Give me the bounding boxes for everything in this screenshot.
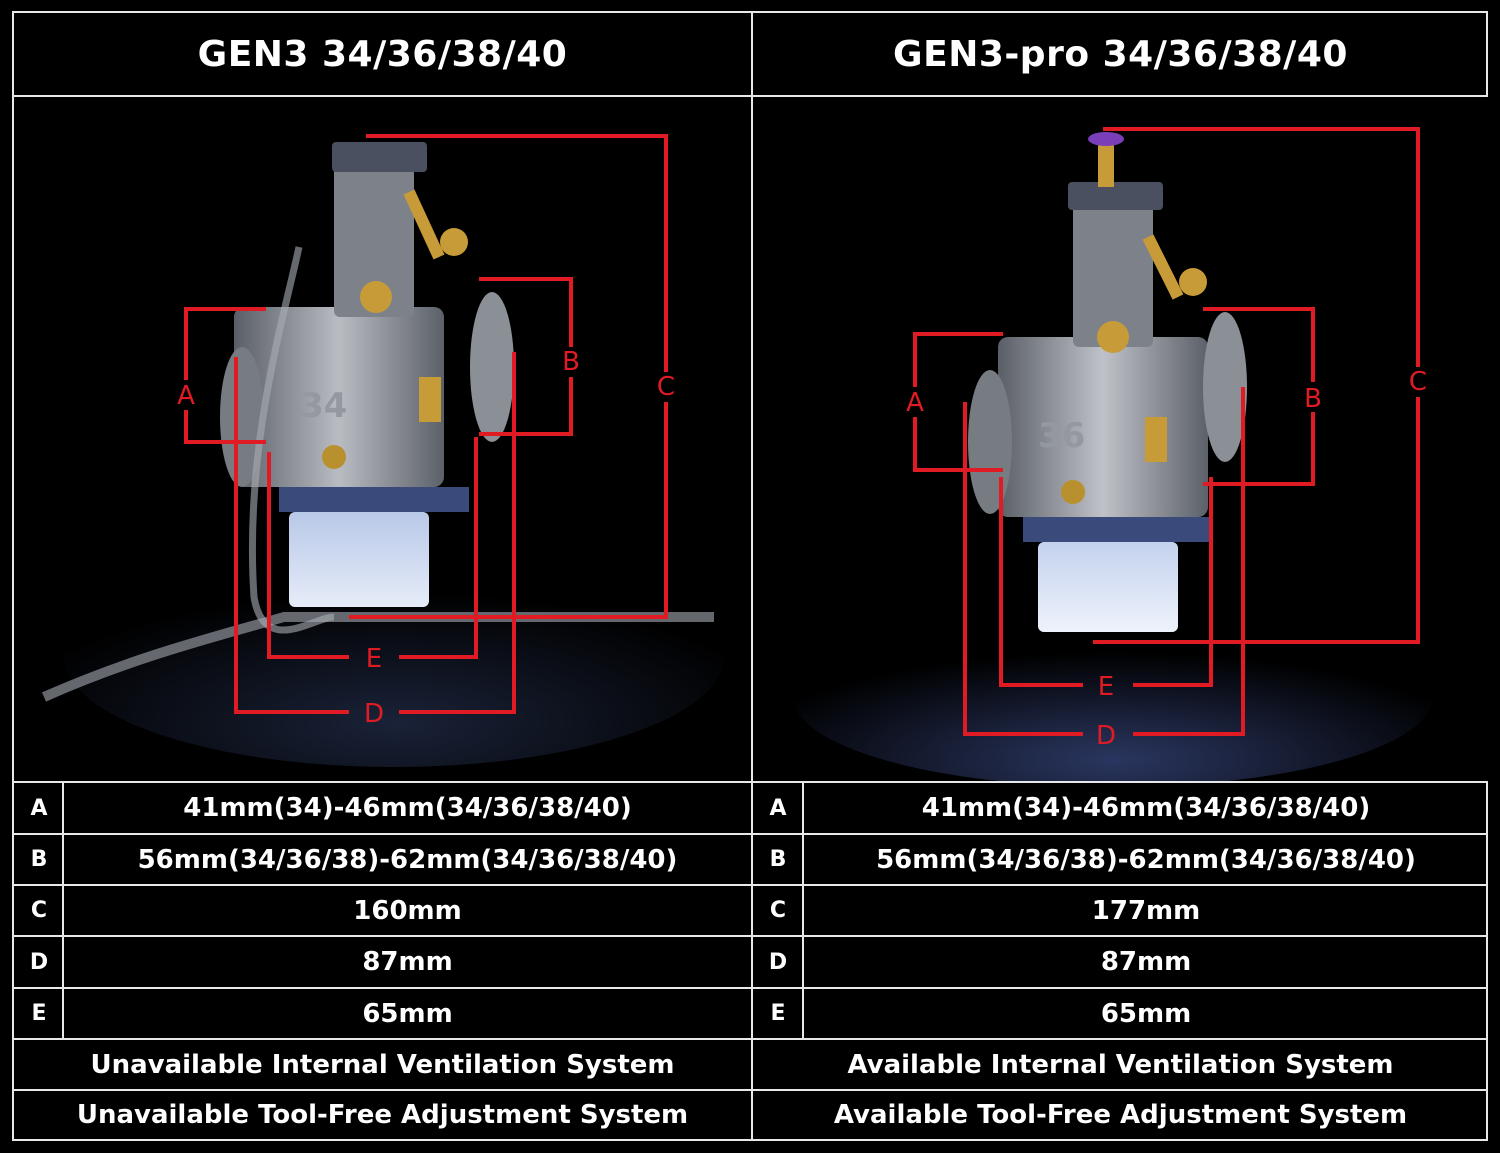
gen3-body-marking: 34: [300, 386, 347, 426]
gen3-pro-row-letter-a: A: [769, 795, 787, 821]
gen3-pro-row-value-c: 177mm: [1091, 895, 1201, 926]
gen3-pro-label-a: A: [906, 388, 924, 418]
column-divider: [751, 13, 753, 1139]
gen3-pro-row-letter-d: D: [768, 949, 788, 975]
row-divider: [14, 1038, 1486, 1040]
gen3-row-letter-d: D: [29, 949, 49, 975]
gen3-pro-row-letter-b: B: [769, 847, 787, 872]
gen3-row-letter-e: E: [31, 1001, 47, 1026]
gen3-pro-row-value-a: 41mm(34)-46mm(34/36/38/40): [921, 793, 1371, 823]
gen3-pro-row-value-e: 65mm: [1100, 998, 1192, 1029]
gen3-pro-ventilation-feature: Available Internal Ventilation System: [847, 1049, 1394, 1080]
comparison-sheet: GEN3 34/36/38/40 GEN3-pro 34/36/38/40: [12, 11, 1488, 1141]
gen3-label-a: A: [177, 381, 195, 411]
letter-divider-left: [62, 783, 64, 1038]
row-divider: [14, 833, 1486, 835]
gen3-pro-label-b: B: [1304, 384, 1322, 414]
row-divider: [14, 987, 1486, 989]
gen3-pro-carburetor-photo: 36 A B C D E: [753, 97, 1488, 781]
gen3-ventilation-feature: Unavailable Internal Ventilation System: [90, 1049, 675, 1080]
gen3-row-value-c: 160mm: [353, 895, 462, 926]
header-divider: [14, 95, 1486, 97]
row-divider: [14, 884, 1486, 886]
gen3-pro-title: GEN3-pro 34/36/38/40: [893, 33, 1348, 75]
gen3-pro-tool-free-feature: Available Tool-Free Adjustment System: [833, 1100, 1408, 1130]
gen3-row-letter-c: C: [30, 898, 48, 923]
gen3-pro-row-value-b: 56mm(34/36/38)-62mm(34/36/38/40): [876, 844, 1416, 875]
gen3-title: GEN3 34/36/38/40: [197, 33, 568, 75]
gen3-row-value-d: 87mm: [362, 947, 453, 977]
gen3-label-c: C: [657, 372, 675, 402]
gen3-pro-row-letter-e: E: [770, 1001, 786, 1026]
gen3-row-value-e: 65mm: [362, 998, 453, 1029]
gen3-carburetor-photo: 34 A B C D E: [14, 97, 751, 781]
gen3-pro-label-e: E: [1098, 672, 1114, 702]
row-divider: [14, 1089, 1486, 1091]
gen3-row-letter-b: B: [30, 847, 48, 872]
gen3-pro-row-value-d: 87mm: [1100, 947, 1192, 977]
gen3-tool-free-feature: Unavailable Tool-Free Adjustment System: [76, 1100, 689, 1130]
gen3-label-b: B: [562, 347, 580, 377]
gen3-label-e: E: [366, 644, 382, 674]
gen3-row-value-a: 41mm(34)-46mm(34/36/38/40): [183, 793, 632, 823]
row-divider: [14, 935, 1486, 937]
gen3-row-letter-a: A: [30, 795, 48, 821]
gen3-pro-body-marking: 36: [1038, 416, 1085, 456]
gen3-row-value-b: 56mm(34/36/38)-62mm(34/36/38/40): [137, 844, 678, 875]
gen3-label-d: D: [364, 699, 384, 729]
gen3-pro-label-d: D: [1096, 721, 1116, 751]
gen3-pro-row-letter-c: C: [769, 898, 787, 923]
letter-divider-right: [802, 783, 804, 1038]
photo-divider: [14, 781, 1486, 783]
gen3-pro-label-c: C: [1409, 367, 1427, 397]
